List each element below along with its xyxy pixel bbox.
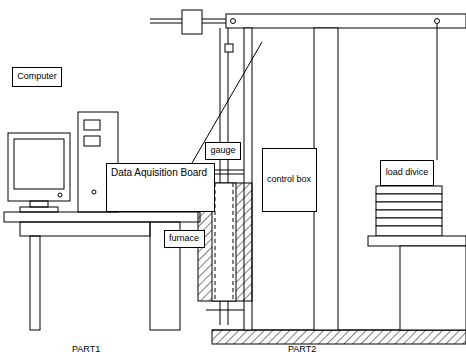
part-label: PART1 <box>72 344 100 354</box>
gauge-box: gauge <box>205 142 241 160</box>
acquisition-board-box: Data Aquisition Board <box>106 163 215 212</box>
node-text: Data Aquisition Board <box>111 167 207 178</box>
node-text: control box <box>267 175 311 185</box>
node-text: furnace <box>169 234 199 244</box>
label-box: Computer <box>12 67 62 87</box>
node-text: Computer <box>17 72 57 82</box>
node-text: gauge <box>210 146 235 156</box>
control-box: control box <box>262 148 317 212</box>
furnace-label-box: furnace <box>164 230 205 248</box>
load-device-box: load divice <box>380 160 434 186</box>
part-label: PART2 <box>288 344 316 354</box>
node-text: load divice <box>386 168 429 178</box>
